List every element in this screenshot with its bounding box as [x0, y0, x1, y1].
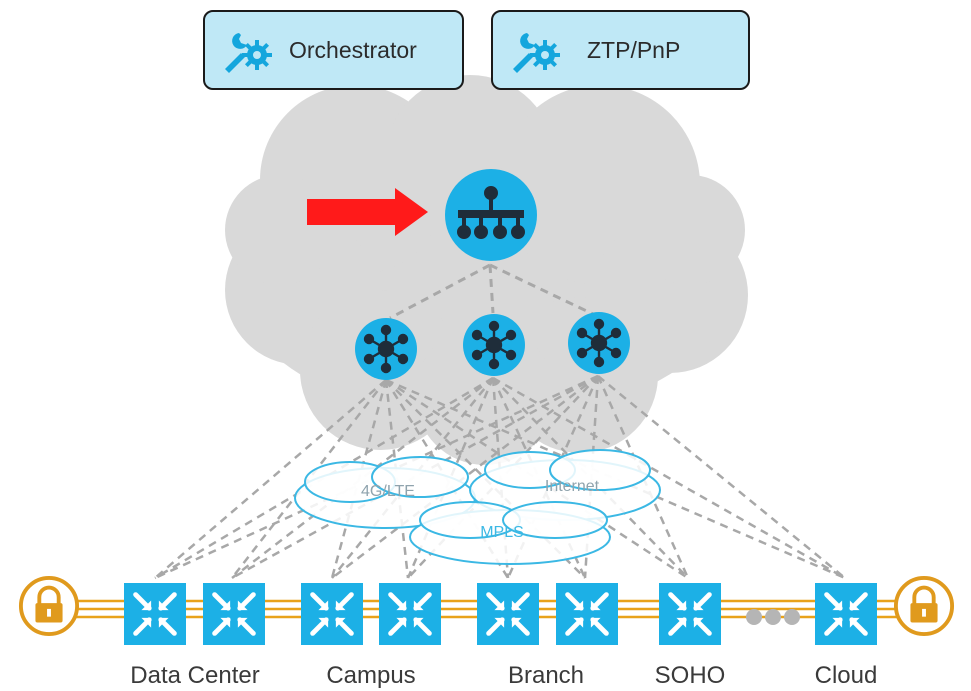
router-data-center-1[interactable]: [124, 583, 186, 645]
site-label-soho: SOHO: [654, 662, 726, 689]
wrench-gear-icon: [225, 33, 272, 73]
site-label-branch: Branch: [507, 662, 585, 689]
router-cloud[interactable]: [815, 583, 877, 645]
hub-node-1[interactable]: [354, 317, 418, 381]
orchestrator-label: Orchestrator: [289, 36, 417, 63]
cloud-label-internet: Internet: [544, 478, 600, 495]
cloud-label-4g-lte: 4G/LTE: [361, 483, 415, 500]
red-arrow-icon: [307, 188, 428, 236]
ellipsis-icon: [746, 609, 800, 625]
orchestrator-box[interactable]: Orchestrator: [203, 10, 464, 90]
site-label-campus: Campus: [326, 662, 416, 689]
lock-icon-right: [893, 575, 955, 637]
cloud-internet: [469, 449, 661, 521]
controller-node[interactable]: [445, 169, 537, 261]
lock-icon-left: [18, 575, 80, 637]
cloud-mpls: [409, 501, 611, 565]
transport-clouds: [294, 449, 661, 565]
router-branch-2[interactable]: [556, 583, 618, 645]
router-branch-1[interactable]: [477, 583, 539, 645]
wrench-gear-icon: [513, 33, 560, 73]
router-data-center-2[interactable]: [203, 583, 265, 645]
controller-links: [389, 263, 596, 320]
overlay-cloud: [225, 75, 748, 465]
site-label-data-center: Data Center: [130, 662, 260, 689]
hub-node-3[interactable]: [567, 311, 631, 375]
router-campus-2[interactable]: [379, 583, 441, 645]
ztp-pnp-label: ZTP/PnP: [587, 36, 681, 63]
ztp-pnp-box[interactable]: ZTP/PnP: [491, 10, 750, 90]
site-label-cloud: Cloud: [814, 662, 878, 689]
router-soho[interactable]: [659, 583, 721, 645]
router-campus-1[interactable]: [301, 583, 363, 645]
hierarchy-icon: [457, 186, 525, 239]
hub-node-2[interactable]: [462, 313, 526, 377]
cloud-label-mpls: MPLS: [480, 524, 524, 541]
